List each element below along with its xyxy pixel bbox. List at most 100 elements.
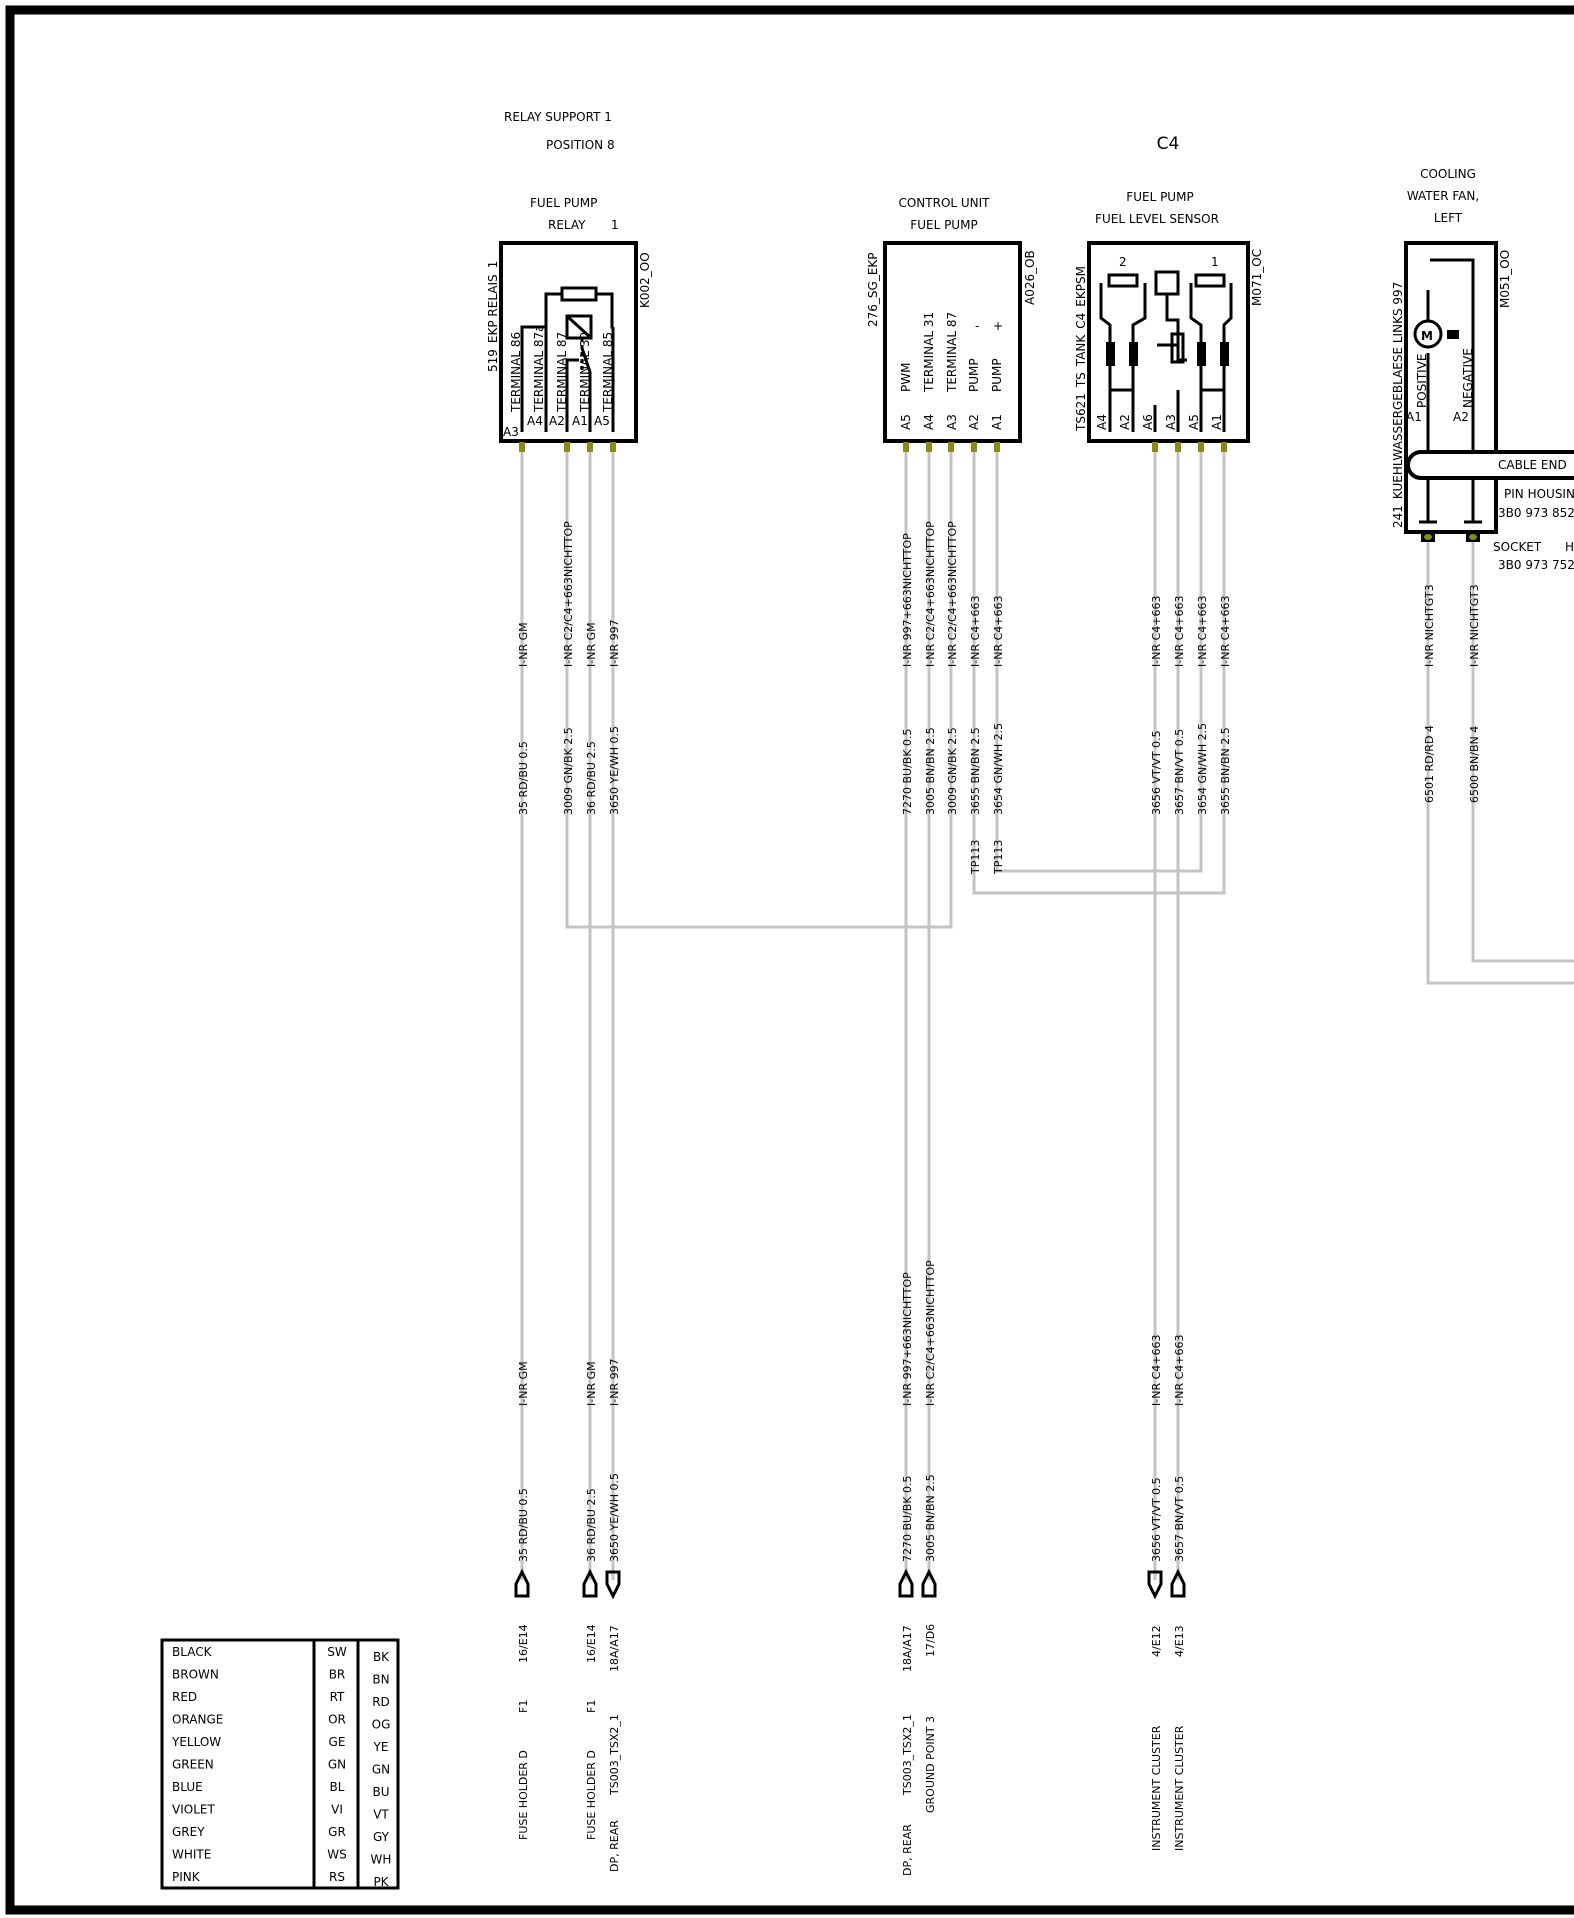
wire-top-nr: I-NR C4+663 xyxy=(1173,596,1186,667)
wire-top-spec: 3654 GN/WH 2.5 xyxy=(992,723,1005,815)
cu-pin-2: A4 xyxy=(922,414,936,430)
ref-sub: F1 xyxy=(517,1700,530,1713)
legend-color-name: RED xyxy=(172,1690,197,1704)
legend-english-code: GY xyxy=(373,1830,390,1844)
fuel-level-sensor[interactable]: FUEL PUMP FUEL LEVEL SENSOR TS621_TS_TAN… xyxy=(1074,190,1264,452)
ref-grid[interactable]: 18A/A17 xyxy=(901,1625,914,1672)
relay-pin-3: A2 xyxy=(549,414,565,428)
wire-6501[interactable] xyxy=(1426,540,1574,985)
connector-up-icon[interactable] xyxy=(898,1568,914,1598)
cu-terminal-3: TERMINAL 87 xyxy=(945,312,959,393)
wire-bottom-spec: 7270 BU/BK 0.5 xyxy=(901,1475,914,1562)
cu-sign-minus: - xyxy=(975,319,979,333)
wire-bottom-spec: 36 RD/BU 2.5 xyxy=(585,1488,598,1562)
wire-top-nr: I-NR NICHTGT3 xyxy=(1468,584,1481,667)
wire-3654-cu[interactable] xyxy=(995,448,1203,873)
relay-coil-icon xyxy=(520,286,615,432)
fan-title-2: WATER FAN, xyxy=(1407,189,1479,203)
sensor-inner-1: 1 xyxy=(1211,255,1219,269)
sensor-code: M071_OC xyxy=(1250,249,1264,306)
pin-housing-part: 3B0 973 852 xyxy=(1498,506,1574,520)
connector-down-icon[interactable] xyxy=(605,1570,621,1600)
sensor-pin-5: A5 xyxy=(1187,414,1201,430)
wire-bottom-nr: I-NR C4+663 xyxy=(1150,1335,1163,1406)
fan-terminal-negative: NEGATIVE xyxy=(1461,348,1475,408)
cable-end-housing xyxy=(1406,450,1574,480)
connector-up-icon[interactable] xyxy=(1170,1568,1186,1598)
legend-english-code: BK xyxy=(373,1650,390,1664)
sensor-title-2: FUEL LEVEL SENSOR xyxy=(1095,212,1219,226)
wire-bottom-nr: I-NR GM xyxy=(585,1361,598,1406)
legend-english-code: RD xyxy=(372,1695,390,1709)
wire-top-spec: 3654 GN/WH 2.5 xyxy=(1196,723,1209,815)
cu-pin-3: A3 xyxy=(945,414,959,430)
wire-top-spec: 6501 RD/RD 4 xyxy=(1423,725,1436,803)
relay-terminal-2: TERMINAL 87a xyxy=(532,325,546,413)
relay-terminal-3: TERMINAL 87 xyxy=(555,332,569,413)
ref-grid[interactable]: 17/D6 xyxy=(924,1624,937,1657)
fuel-pump-control-unit[interactable]: CONTROL UNIT FUEL PUMP 276_SG_EKP A026_O… xyxy=(866,196,1037,452)
wire-6500[interactable] xyxy=(1471,540,1574,963)
wire-3655-cu[interactable] xyxy=(972,448,1226,895)
cable-end-label: CABLE END xyxy=(1498,458,1567,472)
sensor-pin-3: A6 xyxy=(1141,414,1155,430)
sensor-internals-icon xyxy=(1099,270,1233,432)
connector-down-icon[interactable] xyxy=(1147,1570,1163,1600)
legend-color-name: PINK xyxy=(172,1870,201,1884)
relay-box xyxy=(499,241,638,443)
wire-top-spec: 3655 BN/BN 2.5 xyxy=(969,727,982,815)
cooling-water-fan[interactable]: COOLING WATER FAN, LEFT 241_KUEHLWASSERG… xyxy=(1391,167,1574,572)
wire-top-nr: I-NR NICHTGT3 xyxy=(1423,584,1436,667)
legend-german-code: RS xyxy=(329,1870,345,1884)
legend-color-name: ORANGE xyxy=(172,1713,223,1727)
connector-up-icon[interactable] xyxy=(514,1568,530,1598)
ref-grid[interactable]: 16/E14 xyxy=(585,1624,598,1663)
connector-up-icon[interactable] xyxy=(582,1568,598,1598)
relay-terminal-5: TERMINAL 85 xyxy=(601,332,615,413)
wire-bottom-nr: I-NR C4+663 xyxy=(1173,1335,1186,1406)
ref-dest: FUSE HOLDER D xyxy=(517,1750,530,1840)
ref-grid[interactable]: 18A/A17 xyxy=(608,1625,621,1672)
wire-top-nr: I-NR C4+663 xyxy=(1219,596,1232,667)
relay-pin-5: A5 xyxy=(594,414,610,428)
sensor-pin-2: A2 xyxy=(1118,414,1132,430)
relay-terminal-4: TERMINAL 30 xyxy=(578,332,592,413)
connector-up-icon[interactable] xyxy=(921,1568,937,1598)
ref-grid[interactable]: 4/E13 xyxy=(1173,1625,1186,1657)
wire-3009-relay[interactable] xyxy=(565,448,953,929)
relay-header-1: RELAY SUPPORT 1 xyxy=(504,110,612,124)
relay-pin-1: A3 xyxy=(503,425,519,439)
legend-box xyxy=(160,1638,400,1890)
legend-english-code: GN xyxy=(372,1763,390,1777)
ref-grid[interactable]: 16/E14 xyxy=(517,1624,530,1663)
pin-housing-label: PIN HOUSING xyxy=(1504,487,1574,501)
legend-german-code: SW xyxy=(327,1645,347,1659)
sensor-pin-1: A4 xyxy=(1095,414,1109,430)
socket-label: SOCKET xyxy=(1493,540,1542,554)
cu-terminal-4: PUMP xyxy=(967,358,981,392)
ref-grid[interactable]: 4/E12 xyxy=(1150,1625,1163,1657)
wire-bottom-nr: I-NR GM xyxy=(517,1361,530,1406)
cu-title-2: FUEL PUMP xyxy=(910,218,977,232)
svg-text:M: M xyxy=(1421,329,1433,343)
cu-terminal-5: PUMP xyxy=(990,358,1004,392)
wire-bottom-nr: I-NR 997+663NICHTTOP xyxy=(901,1272,914,1406)
wire-top-spec: 7270 BU/BK 0.5 xyxy=(901,728,914,815)
ref-sub: TS003_TSX2_1 xyxy=(608,1714,621,1796)
wire-top-nr: I-NR C4+663 xyxy=(1150,596,1163,667)
legend-german-code: GN xyxy=(328,1758,346,1772)
relay-pin-2: A4 xyxy=(527,414,543,428)
legend-german-code: BR xyxy=(329,1668,346,1682)
wire-top-nr: I-NR C4+663 xyxy=(992,596,1005,667)
ref-dest: DP, REAR xyxy=(608,1820,621,1872)
reference-labels: 16/E14 F1 FUSE HOLDER D 16/E14 F1 FUSE H… xyxy=(517,1624,1186,1876)
wire-bottom-spec: 3657 BN/VT 0.5 xyxy=(1173,1476,1186,1562)
fan-box xyxy=(1404,241,1498,534)
fan-pin-2: A2 xyxy=(1453,410,1469,424)
fuel-pump-relay[interactable]: RELAY SUPPORT 1 POSITION 8 FUEL PUMP REL… xyxy=(486,110,652,452)
wire-group xyxy=(520,448,1574,1580)
wire-top-nr: I-NR C2/C4+663NICHTTOP xyxy=(946,521,959,667)
relay-title-1: FUEL PUMP xyxy=(530,196,597,210)
